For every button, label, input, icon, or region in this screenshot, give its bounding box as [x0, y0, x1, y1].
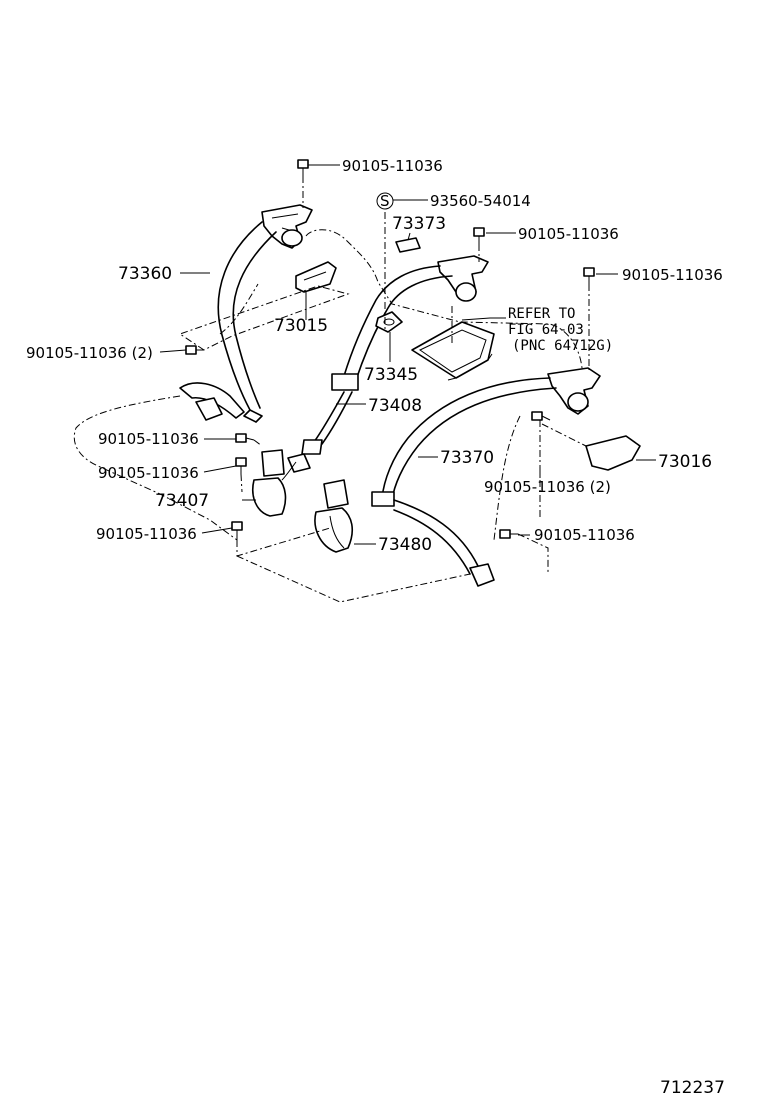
right-seat-belt-assembly: [371, 367, 601, 587]
label-73015: 73015: [274, 316, 328, 336]
buckle-73407: [252, 449, 311, 517]
label-73016: 73016: [658, 452, 712, 472]
label-refer-1: REFER TO: [508, 306, 575, 322]
label-bolt-right-2: 90105-11036 (2): [484, 478, 611, 496]
leader-lines: [159, 164, 656, 545]
label-bolt-left-a: 90105-11036: [98, 430, 199, 448]
label-bolt-left-b: 90105-11036: [98, 464, 199, 482]
figure-id: 712237: [660, 1078, 725, 1098]
center-seat-belt-assembly: [301, 255, 489, 455]
label-73345: 73345: [364, 365, 418, 385]
label-73373: 73373: [392, 214, 446, 234]
bolt-icons: [185, 159, 595, 540]
label-bolt-center: 90105-11036: [518, 225, 619, 243]
guide-73345: [375, 311, 403, 333]
label-bolt-top-left: 90105-11036: [342, 157, 443, 175]
bracket-73015: [295, 261, 337, 293]
left-seat-belt-assembly: [179, 204, 313, 423]
label-73480: 73480: [378, 535, 432, 555]
clip-73373: [395, 237, 421, 253]
label-73408: 73408: [368, 396, 422, 416]
label-bolt-left-c: 90105-11036: [96, 525, 197, 543]
s-symbol-icon: [376, 192, 394, 210]
label-bolt-right-low: 90105-11036: [534, 526, 635, 544]
label-bolt-left-2: 90105-11036 (2): [26, 344, 153, 362]
label-73360: 73360: [118, 264, 172, 284]
label-refer-3: (PNC 64712G): [512, 338, 613, 354]
bracket-73016: [585, 435, 641, 471]
label-bolt-right: 90105-11036: [622, 266, 723, 284]
label-s: S: [380, 192, 390, 210]
label-73407: 73407: [155, 491, 209, 511]
label-refer-2: FIG 64-03: [508, 322, 584, 338]
label-73370: 73370: [440, 448, 494, 468]
label-93560: 93560-54014: [430, 192, 531, 210]
part-labels: 90105-11036 S 93560-54014 73373 90105-11…: [26, 157, 725, 1098]
install-lines: [73, 176, 590, 603]
package-tray-reference: [411, 321, 495, 381]
buckle-73480: [314, 479, 354, 553]
